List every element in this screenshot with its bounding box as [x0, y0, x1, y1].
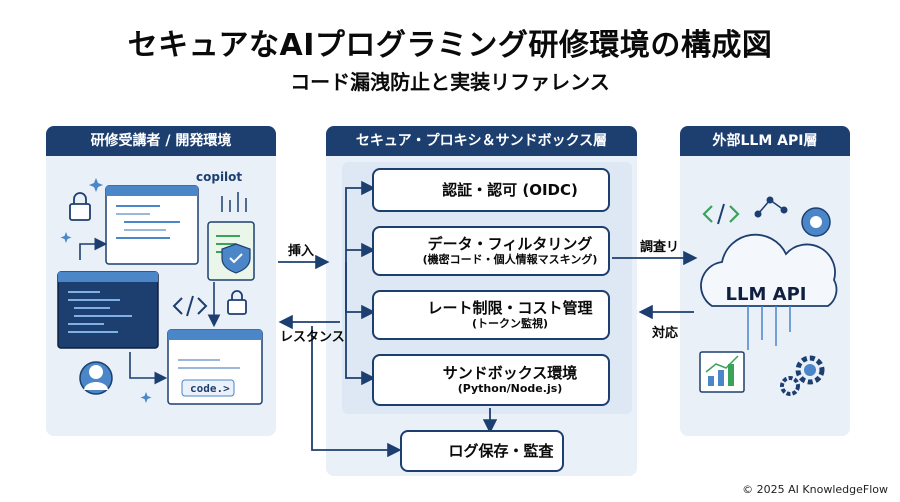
code-editor-icon	[167, 329, 263, 405]
llm-api-label: LLM API	[725, 284, 807, 305]
code-tag-icon	[172, 295, 208, 317]
rate-limit-label: レート制限・コスト管理	[427, 299, 593, 317]
reply-arrow-label: 対応	[652, 326, 679, 341]
sparkle-icon	[60, 178, 152, 403]
lock-icon-small	[227, 290, 247, 315]
analytics-chart-icon	[699, 351, 745, 393]
lock-icon	[69, 192, 91, 221]
sandbox-box: サンドボックス環境 (Python/Node.js)	[372, 354, 610, 406]
response-arrow-label: レスタンス	[280, 330, 345, 345]
auth-box-label: 認証・認可 (OIDC)	[442, 181, 578, 199]
log-audit-box: ログ保存・監査	[400, 430, 564, 472]
terminal-window-icon	[57, 271, 159, 349]
copyright-footer: © 2025 AI KnowledgeFlow	[742, 483, 888, 496]
ai-brain-icon	[801, 207, 831, 237]
gear-icon	[780, 355, 825, 396]
mini-graph-icon	[221, 192, 247, 212]
data-filtering-label: データ・フィルタリング	[427, 235, 593, 253]
code-tag-icon-right	[702, 203, 740, 225]
query-arrow-label: 調査リ	[640, 240, 680, 255]
ide-window-icon	[105, 185, 199, 265]
panel-secure-proxy-header: セキュア・プロキシ＆サンドボックス層	[326, 126, 637, 156]
auth-box: 認証・認可 (OIDC)	[372, 168, 610, 212]
code-chip: code.>	[190, 382, 230, 395]
copilot-label: copilot	[196, 170, 243, 184]
log-audit-label: ログ保存・監査	[448, 442, 554, 460]
rate-limit-box: レート制限・コスト管理 (トークン監視)	[372, 290, 610, 340]
sandbox-label: サンドボックス環境	[442, 364, 578, 382]
insert-arrow-label: 挿入	[288, 244, 315, 259]
sandbox-sublabel: (Python/Node.js)	[457, 382, 563, 395]
data-filtering-sublabel: (機密コード・個人情報マスキング)	[422, 253, 598, 266]
data-filtering-box: データ・フィルタリング (機密コード・個人情報マスキング)	[372, 226, 610, 276]
page-title: セキュアなAIプログラミング研修環境の構成図	[127, 28, 773, 63]
rate-limit-sublabel: (トークン監視)	[471, 317, 549, 330]
trainee-avatar-icon	[79, 361, 113, 395]
page-subtitle: コード漏洩防止と実装リファレンス	[290, 70, 610, 94]
panel-external-llm-header: 外部LLM API層	[680, 126, 850, 156]
network-node-icon	[754, 196, 788, 218]
secure-document-icon	[207, 221, 255, 281]
cloud-icon	[700, 233, 838, 307]
panel-dev-environment-header: 研修受講者 / 開発環境	[46, 126, 276, 156]
cloud-cables	[747, 306, 791, 350]
